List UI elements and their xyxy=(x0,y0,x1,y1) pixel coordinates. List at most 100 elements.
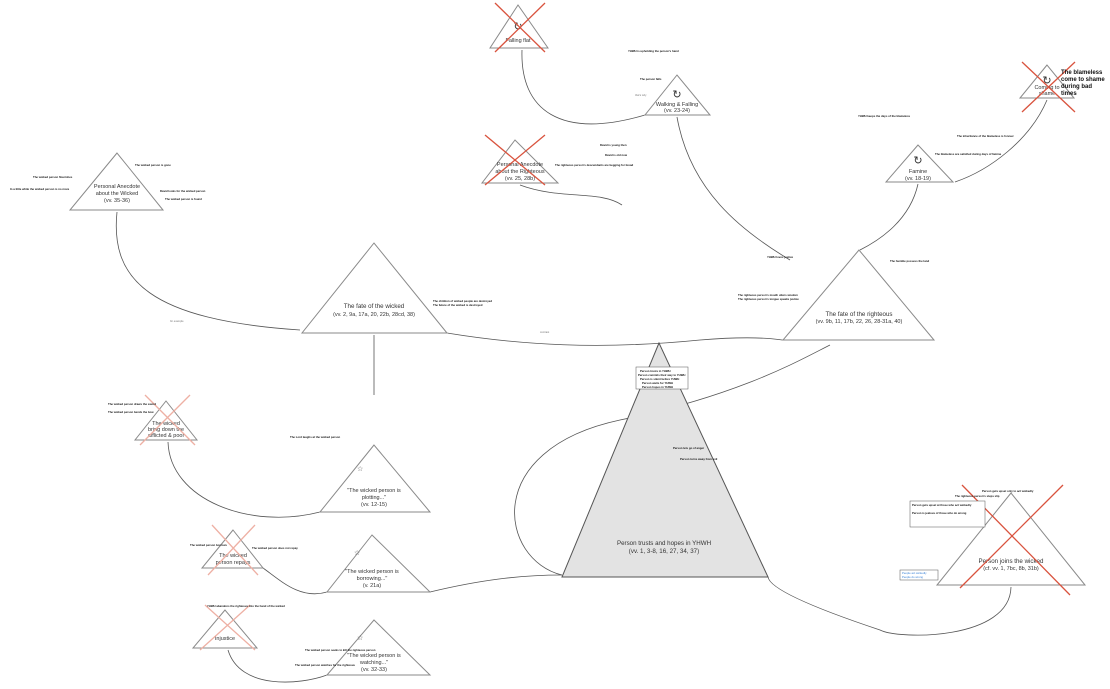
link-borrowing xyxy=(429,574,563,593)
node-coming-to-shame[interactable] xyxy=(1018,64,1076,99)
note: People do wrong xyxy=(902,575,923,579)
bring-down-title2: bring down the xyxy=(148,427,184,433)
note: The wicked person does not repay xyxy=(252,546,298,550)
note: The wicked person borrows xyxy=(190,543,227,547)
watching-verses: (vv. 32-33) xyxy=(361,667,387,673)
note: Person gets upset only to act wickedly xyxy=(982,489,1034,493)
cross-icon xyxy=(1021,61,1076,113)
note: Person waits for YHWH xyxy=(642,381,673,385)
link-famine-righteous xyxy=(859,183,919,251)
note: The blameless are satisfied during days … xyxy=(935,152,1002,156)
node-joins-wicked[interactable] xyxy=(935,492,1087,586)
node-injustice[interactable] xyxy=(191,609,259,649)
note: The humble possess the land xyxy=(890,259,929,263)
borrowing-title2: borrowing..." xyxy=(357,576,388,582)
note: The wicked person watches for the righte… xyxy=(295,663,355,667)
star-icon: ☆ xyxy=(357,634,363,642)
joins-wicked-title: Person joins the wicked xyxy=(978,558,1044,565)
plotting-verses: (vv. 12-15) xyxy=(361,502,387,508)
notes: In a little while the wicked person is n… xyxy=(10,49,1034,667)
links xyxy=(115,49,1048,683)
anecdote-wicked-title: Personal Anecdote xyxy=(94,184,140,190)
link-joins-wicked xyxy=(767,576,1012,636)
note: Person trusts in YHWH xyxy=(640,369,671,373)
repays-title2: person repays xyxy=(216,560,251,566)
anecdote-wicked-verses: (vv. 35-36) xyxy=(104,198,130,204)
node-fate-righteous[interactable] xyxy=(781,249,936,341)
repays-title: The wicked xyxy=(219,553,247,559)
cross-icon xyxy=(211,524,259,576)
node-famine[interactable] xyxy=(884,144,955,183)
node-bring-down[interactable] xyxy=(133,400,199,441)
cross-icon xyxy=(959,484,1064,589)
note: The wicked person flourishes xyxy=(33,175,73,179)
node-fate-wicked[interactable] xyxy=(300,242,449,334)
note: The wicked person is gone xyxy=(135,163,171,167)
note: Person is jealous of those who do wrong xyxy=(912,511,967,515)
note: The Lord laughs at the wicked person xyxy=(290,435,340,439)
bring-down-title: The wicked xyxy=(152,421,180,427)
note: YHWH is upholding the person's hand xyxy=(628,49,679,53)
note: Person is silent before YHWH xyxy=(640,377,679,381)
link-label: contrast xyxy=(540,330,550,334)
cross-icon xyxy=(139,394,191,446)
note: Person hopes in YHWH xyxy=(642,385,673,389)
walking-falling-title: Walking & Falling xyxy=(656,102,698,108)
famine-title: Famine xyxy=(909,169,927,175)
note: The righteous person's steps slip xyxy=(955,494,1000,498)
note: The righteous person's descendants are b… xyxy=(555,163,634,167)
cross-icon xyxy=(204,604,256,651)
plotting-title2: plotting..." xyxy=(362,495,386,501)
anecdote-righteous-verses: (vv. 25, 28b) xyxy=(505,176,535,182)
note-blameless-shame: The blameless come to shame during bad t… xyxy=(1061,70,1105,97)
note: Person commits their way to YHWH xyxy=(638,373,685,377)
cycle-icon: ↻ xyxy=(913,155,922,167)
note: YHWH loves justice xyxy=(767,255,794,259)
cross-icon xyxy=(207,524,256,576)
coming-to-shame-title2: shame xyxy=(1039,91,1056,97)
cross-icon xyxy=(144,394,196,446)
note: Person turns away from evil xyxy=(680,457,718,461)
note: David looks for the wicked person xyxy=(160,189,206,193)
cycle-icon: ↻ xyxy=(513,21,522,33)
plotting-title: "The wicked person is xyxy=(347,488,401,494)
note-box xyxy=(909,500,986,528)
link-falling-flat xyxy=(521,49,646,125)
anecdote-wicked-title2: about the Wicked xyxy=(96,191,139,197)
cycle-icon: ↻ xyxy=(1042,75,1051,87)
borrowing-verses: (v. 21a) xyxy=(363,583,381,589)
link-anecdote-righteous xyxy=(519,184,623,206)
note: The children of wicked people are destro… xyxy=(433,299,492,303)
node-person-trusts[interactable] xyxy=(561,341,769,578)
link-trusts-righteous xyxy=(514,344,831,576)
cross-icon xyxy=(494,2,546,53)
note: People act wickedly xyxy=(902,571,927,575)
node-anecdote-wicked[interactable] xyxy=(68,152,165,211)
watching-title2: watching..." xyxy=(359,660,388,666)
note: David is old now xyxy=(605,153,628,157)
link-bring-down xyxy=(167,441,321,518)
note: YHWH keeps the days of the blameless xyxy=(858,114,911,118)
note: Person gets upset at those who act wicke… xyxy=(912,503,972,507)
note: The wicked person is found xyxy=(165,197,202,201)
anecdote-righteous-title2: about the Righteous xyxy=(495,169,544,175)
bring-down-title3: afflicted & poor xyxy=(148,433,185,439)
note: The wicked person bends the bow xyxy=(108,410,154,414)
node-borrowing[interactable] xyxy=(325,534,432,593)
link-famine-shame xyxy=(954,99,1048,183)
node-walking-falling[interactable] xyxy=(643,74,712,116)
node-watching[interactable] xyxy=(325,619,432,676)
watching-title: "The wicked person is xyxy=(347,653,401,659)
note: YHWH abandons the righteous into the han… xyxy=(207,604,285,608)
note: Person lets go of anger xyxy=(673,446,705,450)
note: The righteous person's mouth utters wisd… xyxy=(738,293,798,297)
injustice-title: Injustice xyxy=(215,636,235,642)
person-trusts-title: Person trusts and hopes in YHWH xyxy=(617,540,711,547)
borrowing-title: "The wicked person is xyxy=(345,569,399,575)
note-box xyxy=(899,569,939,581)
note: In a little while the wicked person is n… xyxy=(10,187,70,191)
node-plotting[interactable] xyxy=(318,444,432,513)
link-anecdote-wicked xyxy=(115,211,301,331)
fate-righteous-verses: (vv. 9b, 11, 17b, 22, 26, 28-31a, 40) xyxy=(816,319,903,325)
cross-icon xyxy=(484,134,546,186)
